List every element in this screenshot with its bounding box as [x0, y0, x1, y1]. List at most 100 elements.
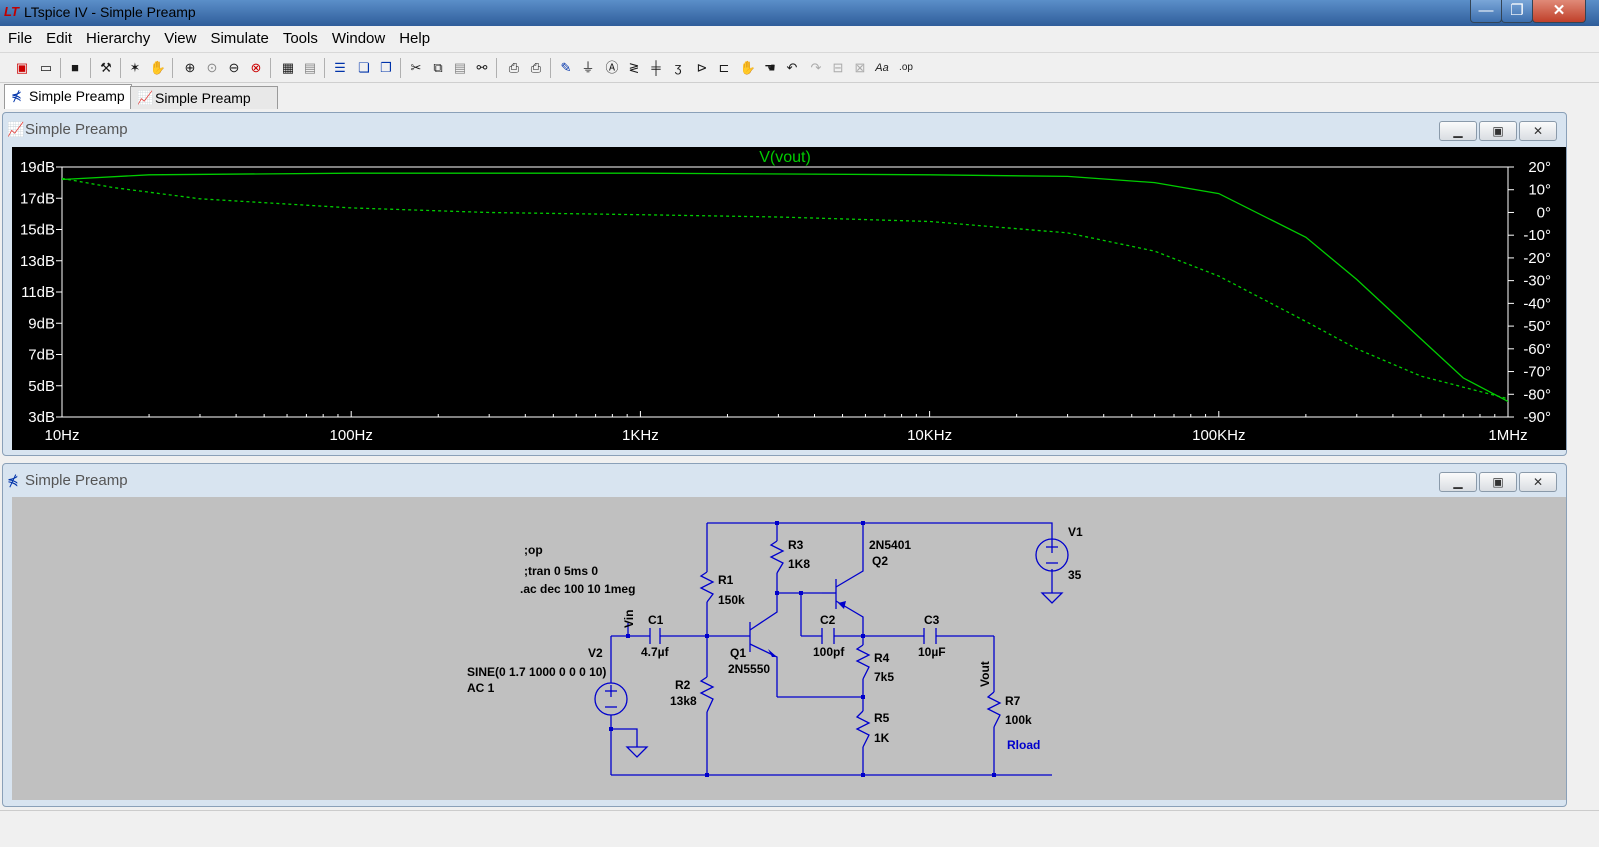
document-tabs: ⋠ Simple Preamp 📈 Simple Preamp	[0, 84, 1599, 110]
menu-edit[interactable]: Edit	[46, 30, 73, 47]
v2-value[interactable]: SINE(0 1.7 1000 0 0 0 10)	[467, 665, 606, 679]
waveform-icon: 📈	[137, 90, 154, 105]
phase-trace	[61, 177, 1509, 400]
menu-view[interactable]: View	[164, 30, 197, 47]
autoscale-icon[interactable]: ▦	[281, 60, 295, 75]
print-setup-icon[interactable]: ⎙	[508, 60, 520, 75]
q2-label[interactable]: Q2	[872, 554, 888, 568]
r3-label[interactable]: R3	[788, 538, 804, 552]
zoom-out-icon[interactable]: ⊖	[228, 60, 240, 75]
tab-waveform[interactable]: 📈 Simple Preamp	[130, 86, 278, 109]
close-button[interactable]: ✕	[1532, 0, 1586, 23]
v1-value[interactable]: 35	[1068, 568, 1082, 582]
zoom-in-icon[interactable]: ⊕	[184, 60, 196, 75]
c2-value[interactable]: 100pf	[813, 645, 845, 659]
find-icon[interactable]: ⚯	[476, 60, 488, 75]
v2-ac[interactable]: AC 1	[467, 681, 495, 695]
cut-icon[interactable]: ✂	[410, 60, 422, 75]
inductor-icon[interactable]: ʒ	[674, 60, 682, 75]
paste-icon[interactable]: ▤	[453, 60, 467, 75]
new-schematic-icon[interactable]: ▣	[15, 60, 29, 75]
r1-label[interactable]: R1	[718, 573, 734, 587]
r7-instance[interactable]: Rload	[1007, 738, 1040, 752]
undo-icon[interactable]: ↶	[786, 60, 798, 75]
print-icon[interactable]: ⎙	[530, 60, 542, 75]
r5-label[interactable]: R5	[874, 711, 890, 725]
schematic-close-button[interactable]: ✕	[1519, 472, 1557, 492]
move-icon[interactable]: ✋	[739, 60, 757, 75]
open-icon[interactable]: ▭	[39, 60, 53, 75]
menu-help[interactable]: Help	[399, 30, 431, 47]
diode-icon[interactable]: ⊳	[696, 60, 708, 75]
schematic-canvas[interactable]: ;op ;tran 0 5ms 0 .ac dec 100 10 1meg R1…	[12, 497, 1566, 800]
c3-value[interactable]: 10µF	[918, 645, 946, 659]
r3-value[interactable]: 1K8	[788, 557, 810, 571]
halt-icon[interactable]: ✋	[149, 60, 167, 75]
text-icon[interactable]: Aa	[875, 62, 889, 74]
directive-ac[interactable]: .ac dec 100 10 1meg	[520, 582, 635, 596]
y-right-tick-label: -70°	[1523, 364, 1551, 381]
capacitor-icon[interactable]: ╪	[651, 60, 661, 75]
delete-trace-icon[interactable]: ▤	[303, 60, 317, 75]
label-net-icon[interactable]: Ⓐ	[605, 60, 619, 75]
net-label-vout[interactable]: Vout	[978, 661, 992, 687]
r5-value[interactable]: 1K	[874, 731, 890, 745]
resistor-icon[interactable]: ≷	[628, 60, 640, 75]
q1-label[interactable]: Q1	[730, 646, 746, 660]
menu-tools[interactable]: Tools	[282, 30, 318, 47]
v1-label[interactable]: V1	[1068, 525, 1083, 539]
c1-value[interactable]: 4.7µf	[641, 645, 670, 659]
r2-label[interactable]: R2	[675, 678, 691, 692]
drag-icon[interactable]: ☚	[764, 60, 776, 75]
r2-value[interactable]: 13k8	[670, 694, 697, 708]
wire-icon[interactable]: ✎	[560, 60, 572, 75]
cascade-icon[interactable]: ❏	[358, 60, 370, 75]
menu-simulate[interactable]: Simulate	[210, 30, 269, 47]
directive-op[interactable]: ;op	[524, 543, 543, 557]
menu-hierarchy[interactable]: Hierarchy	[86, 30, 151, 47]
waveform-restore-button[interactable]: ▣	[1479, 121, 1517, 141]
save-icon[interactable]: ■	[71, 60, 79, 75]
copy-icon[interactable]: ⧉	[433, 60, 443, 75]
control-panel-icon[interactable]: ⚒	[100, 60, 112, 75]
redo-icon[interactable]: ↷	[810, 60, 822, 75]
run-icon[interactable]: ✶	[129, 60, 141, 75]
toolbar-separator	[60, 58, 61, 78]
r4-value[interactable]: 7k5	[874, 670, 894, 684]
waveform-minimize-button[interactable]: ▁	[1439, 121, 1477, 141]
zoom-pan-icon[interactable]: ⊙	[206, 60, 218, 75]
component-icon[interactable]: ⊏	[718, 60, 730, 75]
y-left-tick-label: 11dB	[21, 284, 55, 301]
ground-icon[interactable]: ⏚	[581, 60, 595, 75]
c2-label[interactable]: C2	[820, 613, 836, 627]
minimize-button[interactable]: —	[1470, 0, 1502, 23]
c3-label[interactable]: C3	[924, 613, 940, 627]
y-right-tick-label: -80°	[1523, 386, 1551, 403]
net-label-vin[interactable]: Vin	[622, 610, 636, 628]
schematic-restore-button[interactable]: ▣	[1479, 472, 1517, 492]
v2-label[interactable]: V2	[588, 646, 603, 660]
waveform-close-button[interactable]: ✕	[1519, 121, 1557, 141]
tile-horizontal-icon[interactable]: ☰	[334, 60, 346, 75]
spice-directive-icon[interactable]: .op	[899, 62, 913, 73]
directive-tran[interactable]: ;tran 0 5ms 0	[524, 564, 598, 578]
menu-file[interactable]: File	[8, 30, 33, 47]
maximize-button[interactable]: ❐	[1501, 0, 1533, 23]
q1-model[interactable]: 2N5550	[728, 662, 770, 676]
r7-label[interactable]: R7	[1005, 694, 1021, 708]
rotate-icon[interactable]: ⊟	[832, 60, 844, 75]
tile-vertical-icon[interactable]: ❐	[380, 60, 392, 75]
c1-label[interactable]: C1	[648, 613, 664, 627]
x-tick-label: 1KHz	[622, 427, 659, 444]
menu-window[interactable]: Window	[331, 30, 386, 47]
r4-label[interactable]: R4	[874, 651, 890, 665]
tab-schematic[interactable]: ⋠ Simple Preamp	[4, 84, 132, 109]
r1-value[interactable]: 150k	[718, 593, 745, 607]
mirror-icon[interactable]: ⊠	[854, 60, 866, 75]
schematic-drawing: ;op ;tran 0 5ms 0 .ac dec 100 10 1meg R1…	[467, 521, 1083, 777]
schematic-minimize-button[interactable]: ▁	[1439, 472, 1477, 492]
q2-model[interactable]: 2N5401	[869, 538, 911, 552]
zoom-fit-icon[interactable]: ⊗	[250, 60, 262, 75]
r7-value[interactable]: 100k	[1005, 713, 1032, 727]
